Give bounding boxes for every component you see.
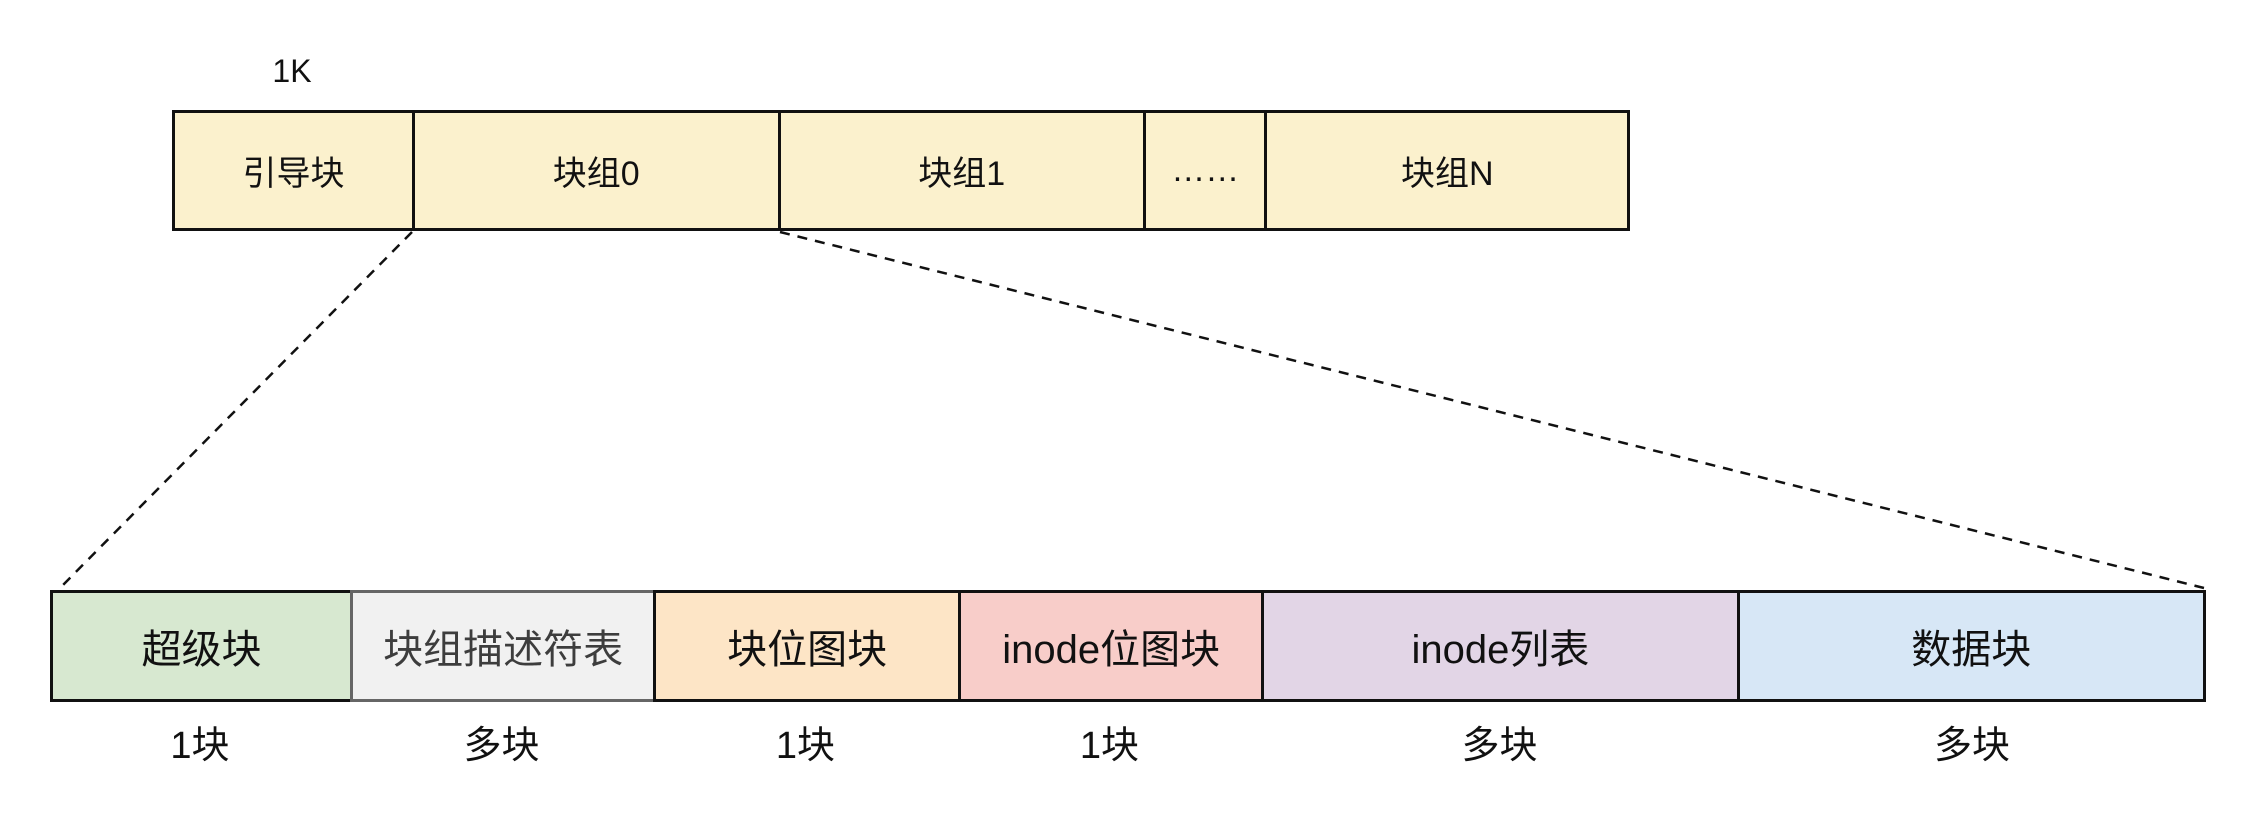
block-group-size-labels: 1块 多块 1块 1块 多块 多块 <box>50 712 2206 770</box>
block-group-size-label-2: 1块 <box>775 724 836 767</box>
disk-cell-1: 块组0 <box>412 110 781 231</box>
disk-cell-3: …… <box>1142 110 1268 231</box>
block-group-size-label-4: 多块 <box>1461 724 1538 767</box>
block-group-cell-4: inode列表 <box>1261 590 1740 702</box>
dashed-connector-left <box>59 231 413 589</box>
block-group-cell-2: 块位图块 <box>653 590 962 702</box>
block-group-cell-0: 超级块 <box>50 590 354 702</box>
block-group-size-label-5: 多块 <box>1933 724 2010 767</box>
disk-cell-4: 块组N <box>1264 110 1630 231</box>
disk-cell-2: 块组1 <box>777 110 1146 231</box>
block-group-cell-5: 数据块 <box>1736 590 2206 702</box>
disk-cell-0: 引导块 <box>172 110 416 231</box>
block-group-cell-1: 块组描述符表 <box>350 590 657 702</box>
block-group-size-label-3: 1块 <box>1079 724 1140 767</box>
disk-block-size-label: 1K <box>272 53 312 89</box>
block-group-size-label-0: 1块 <box>170 724 230 767</box>
block-group-size-label-1: 多块 <box>463 724 540 767</box>
block-group-cell-3: inode位图块 <box>958 590 1265 702</box>
dashed-connector-right <box>779 230 2205 590</box>
